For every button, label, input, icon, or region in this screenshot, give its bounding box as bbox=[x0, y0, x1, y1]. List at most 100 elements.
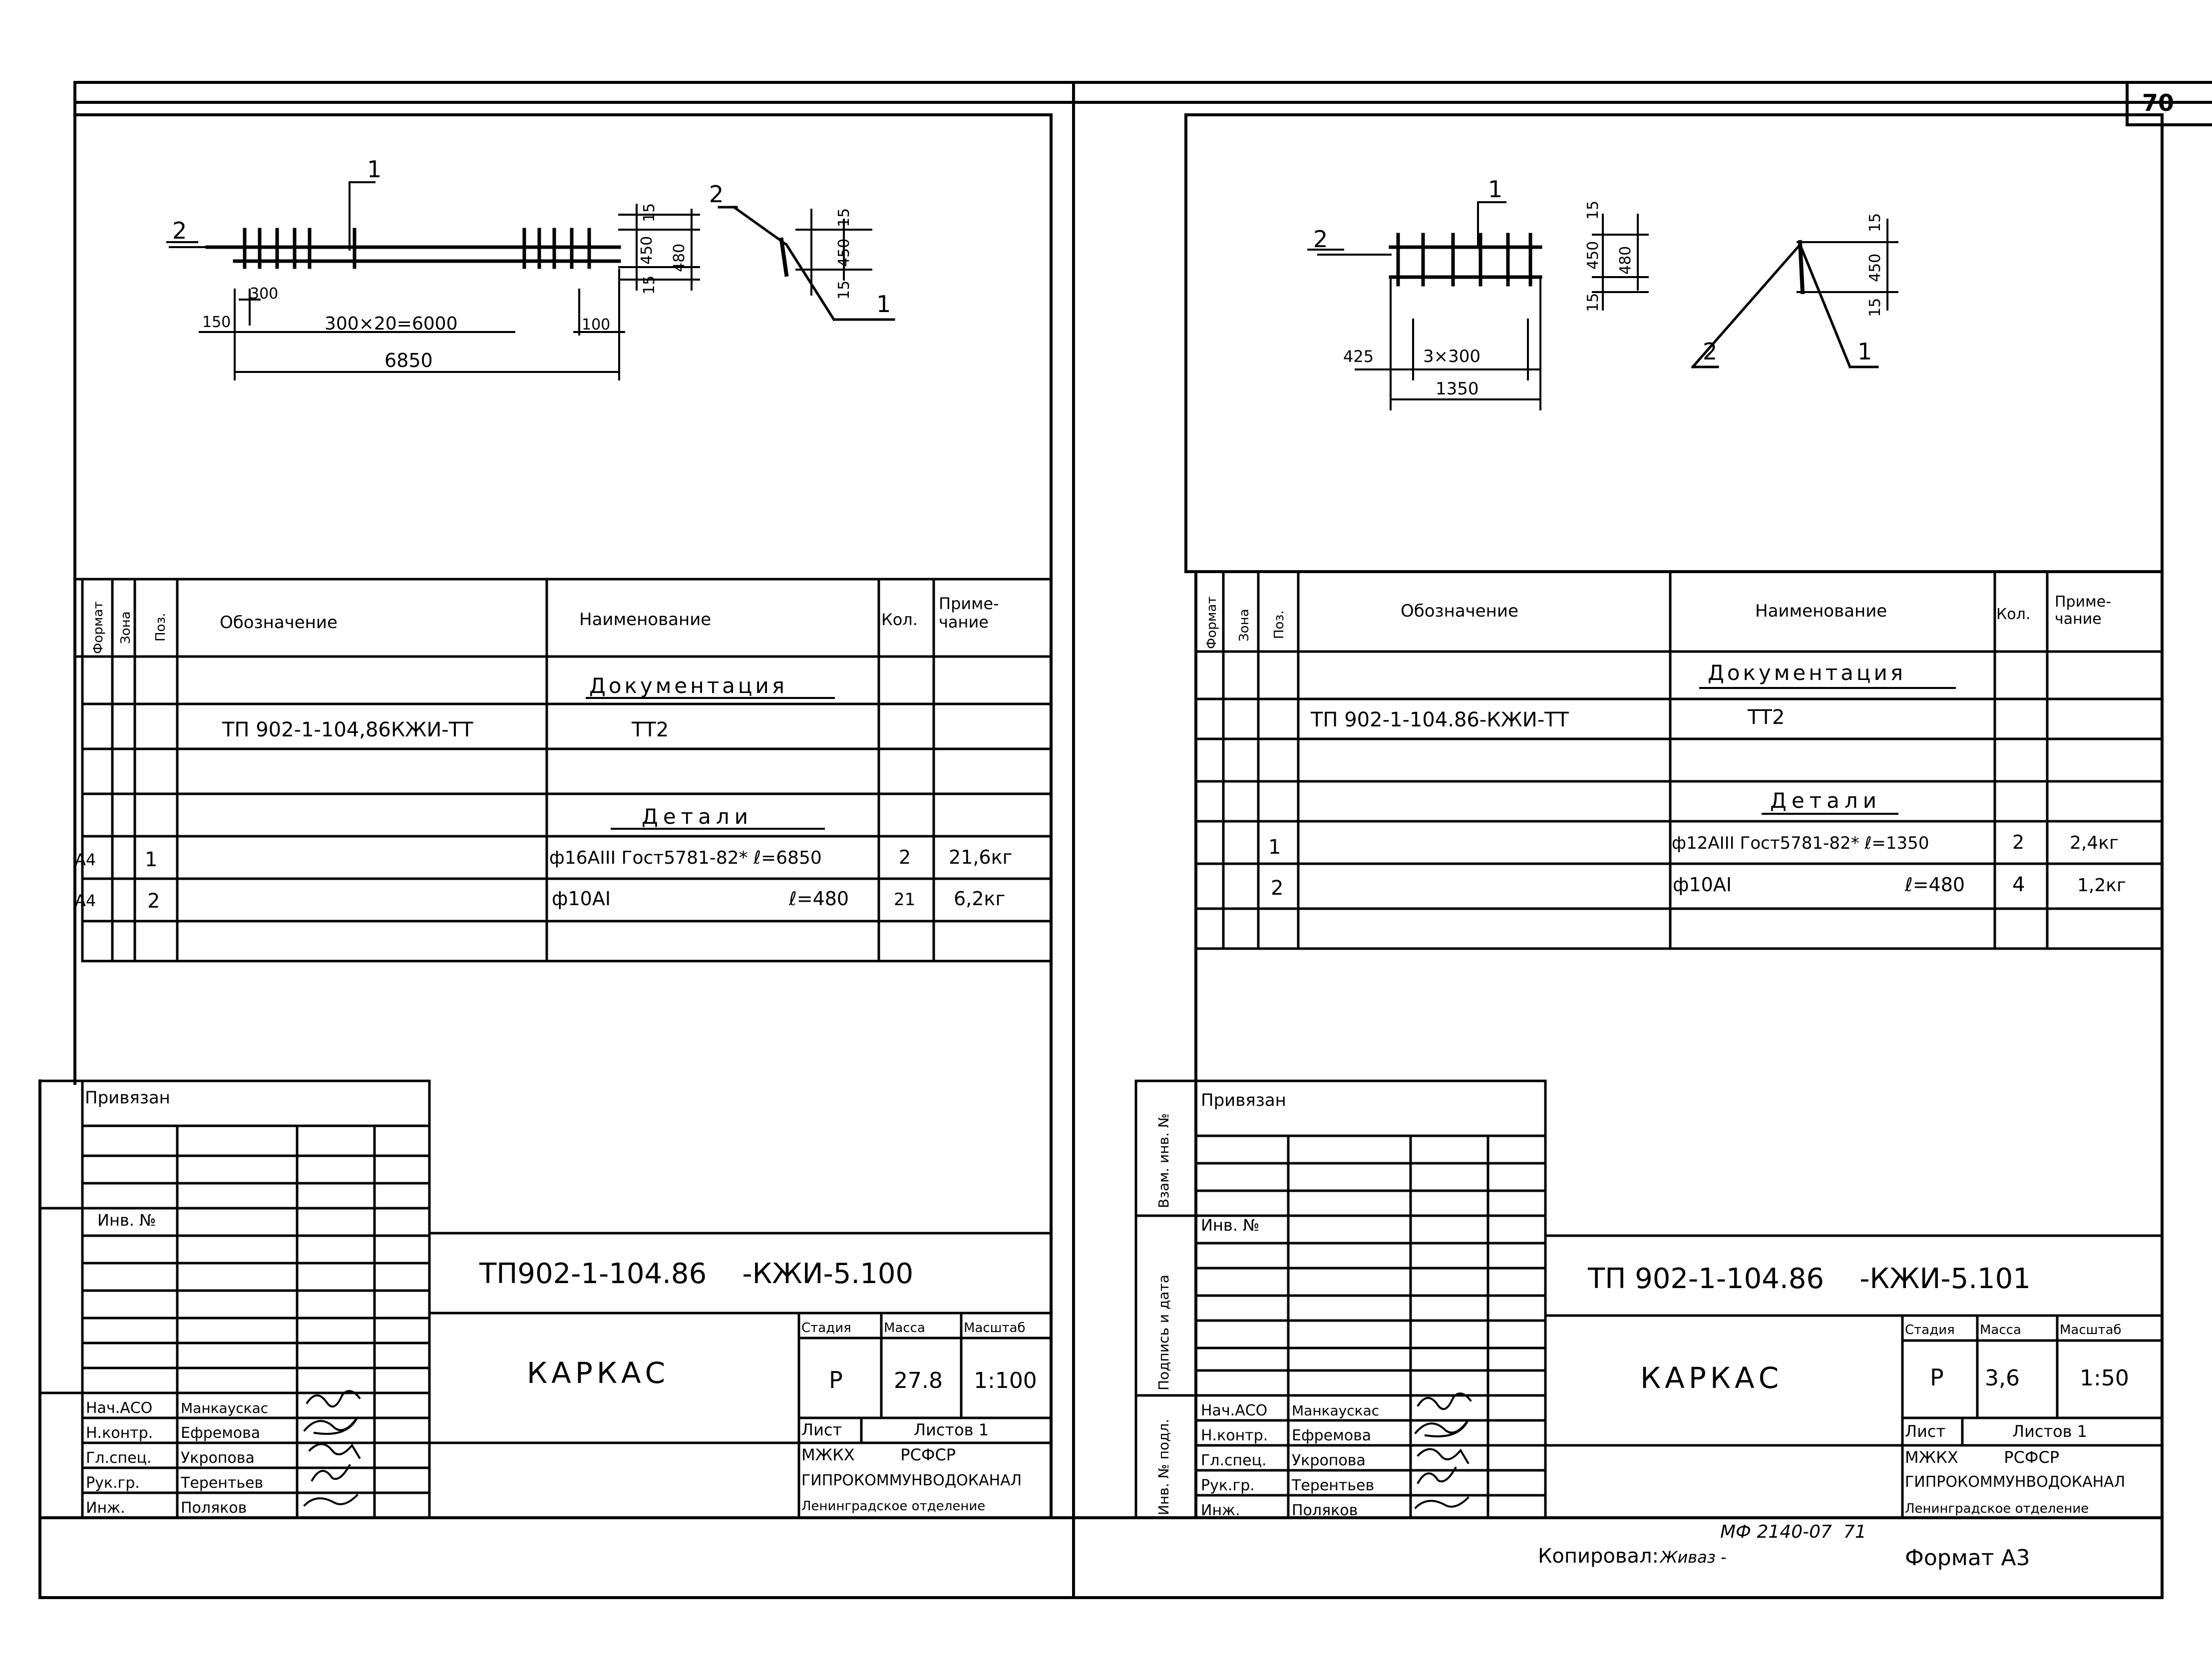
left-section-docs: Документация bbox=[589, 673, 787, 698]
left-cage-front-view bbox=[166, 181, 621, 269]
left-role-1: Нач.АСО bbox=[86, 1399, 152, 1417]
left-doc-designation: ТП 902-1-104,86КЖИ-ТТ bbox=[222, 718, 473, 741]
signature-left-2 bbox=[303, 1417, 358, 1435]
left-privyazan: Привязан bbox=[85, 1088, 170, 1108]
left-row2-pos: 2 bbox=[147, 890, 160, 913]
left-inv: Инв. № bbox=[97, 1211, 156, 1230]
left-dim-450: 450 bbox=[638, 236, 656, 265]
right-row1-qty: 2 bbox=[2012, 831, 2024, 853]
outer-frame bbox=[38, 81, 2212, 1599]
left-org2: ГИПРОКОММУНВОДОКАНАЛ bbox=[801, 1472, 1022, 1489]
left-title-block bbox=[38, 1079, 1053, 1519]
left-row2-format: А4 bbox=[75, 891, 96, 910]
right-th-note: Приме-чание bbox=[2055, 593, 2111, 628]
right-th-qty: Кол. bbox=[1996, 606, 2030, 623]
right-inv: Инв. № bbox=[1201, 1216, 1259, 1235]
left-row2-note: 6,2кг bbox=[954, 888, 1005, 910]
right-th-pos: Поз. bbox=[1272, 610, 1287, 639]
signature-right-4 bbox=[1417, 1466, 1457, 1484]
right-mass: 3,6 bbox=[1985, 1365, 2020, 1391]
left-name-5: Поляков bbox=[181, 1499, 247, 1517]
left-section-callout-1: 1 bbox=[876, 291, 891, 318]
left-scale-label: Масштаб bbox=[964, 1321, 1026, 1336]
left-name-4: Терентьев bbox=[180, 1474, 263, 1492]
left-dim-300: 300 bbox=[250, 285, 278, 303]
left-section-dim-15b: 15 bbox=[835, 281, 853, 300]
right-sheets-label: Листов 1 bbox=[2012, 1422, 2087, 1441]
right-horizontal-dims bbox=[1355, 279, 1541, 410]
signature-right-5 bbox=[1414, 1496, 1470, 1509]
left-dim-480: 480 bbox=[671, 244, 688, 272]
right-row2-pos: 2 bbox=[1271, 877, 1283, 900]
right-stage: Р bbox=[1930, 1364, 1944, 1391]
left-row1-name: ф16АIII Гост5781-82* ℓ=6850 bbox=[549, 848, 822, 868]
right-code: ТП 902-1-104.86 -КЖИ-5.101 bbox=[1587, 1263, 2031, 1295]
right-sheet-label: Лист bbox=[1905, 1422, 1945, 1441]
left-th-designation: Обозначение bbox=[220, 613, 338, 633]
left-doc-name: ТТ2 bbox=[631, 718, 669, 741]
left-title: КАРКАС bbox=[527, 1356, 669, 1390]
right-name-4: Терентьев bbox=[1291, 1477, 1374, 1494]
right-role-3: Гл.спец. bbox=[1201, 1452, 1267, 1469]
right-row2-name: ф10АI bbox=[1673, 874, 1732, 896]
footer-stamp: МФ 2140-07 71 bbox=[1720, 1522, 1866, 1542]
left-name-2: Ефремова bbox=[181, 1424, 260, 1442]
left-stage-label: Стадия bbox=[801, 1321, 851, 1336]
footer-format: Формат А3 bbox=[1905, 1545, 2030, 1571]
right-section-docs: Документация bbox=[1708, 661, 1906, 685]
right-scale: 1:50 bbox=[2080, 1365, 2129, 1391]
left-code: ТП902-1-104.86 -КЖИ-5.100 bbox=[479, 1258, 913, 1290]
signature-right-1 bbox=[1417, 1392, 1472, 1410]
right-cage-front-view bbox=[1307, 201, 1542, 287]
right-dim-480: 480 bbox=[1617, 246, 1634, 275]
right-row1-pos: 1 bbox=[1268, 836, 1281, 859]
left-dim-100: 100 bbox=[582, 316, 610, 334]
right-row1-note: 2,4кг bbox=[2070, 833, 2119, 853]
right-name-3: Укропова bbox=[1292, 1452, 1366, 1469]
left-dim-150: 150 bbox=[202, 314, 231, 331]
right-callout-2: 2 bbox=[1313, 226, 1328, 253]
right-role-2: Н.контр. bbox=[1201, 1427, 1268, 1444]
right-side-label-vzam: Взам. инв. № bbox=[1155, 1113, 1172, 1208]
left-stage: Р bbox=[829, 1366, 843, 1393]
left-dim-6850: 6850 bbox=[384, 349, 433, 371]
right-role-4: Рук.гр. bbox=[1201, 1477, 1255, 1494]
signature-left-5 bbox=[303, 1494, 359, 1507]
left-role-2: Н.контр. bbox=[86, 1424, 153, 1442]
signature-left-1 bbox=[306, 1390, 361, 1408]
right-row1-name: ф12АIII Гост5781-82* ℓ=1350 bbox=[1672, 833, 1929, 853]
right-title-block bbox=[1134, 1079, 2164, 1519]
right-name-2: Ефремова bbox=[1292, 1427, 1371, 1444]
left-th-qty: Кол. bbox=[881, 610, 918, 629]
left-sheet-frame bbox=[73, 113, 1053, 1519]
left-callout-2: 2 bbox=[172, 217, 187, 244]
left-scale: 1:100 bbox=[974, 1368, 1037, 1393]
right-dim-mid: 3×300 bbox=[1423, 346, 1480, 366]
left-row2-name: ф10АI bbox=[552, 888, 611, 910]
right-org1: МЖКХ РСФСР bbox=[1905, 1448, 2059, 1467]
left-org3: Ленинградское отделение bbox=[801, 1499, 985, 1514]
right-section-dim-15a: 15 bbox=[1866, 213, 1884, 232]
left-row1-pos: 1 bbox=[145, 848, 157, 871]
right-dim-425: 425 bbox=[1343, 347, 1374, 366]
right-role-1: Нач.АСО bbox=[1201, 1402, 1267, 1419]
left-section-dim-450: 450 bbox=[835, 239, 853, 267]
right-section-dim-15b: 15 bbox=[1866, 298, 1884, 317]
left-sheet-label: Лист bbox=[801, 1420, 842, 1439]
right-dim-15b: 15 bbox=[1584, 293, 1602, 312]
right-privyazan: Привязан bbox=[1201, 1090, 1286, 1110]
left-dim-15a: 15 bbox=[641, 203, 658, 222]
right-row2-len: ℓ=480 bbox=[1904, 874, 1965, 896]
left-row2-qty: 21 bbox=[894, 890, 915, 910]
left-sheets-label: Листов 1 bbox=[914, 1420, 989, 1439]
signature-left-4 bbox=[311, 1464, 351, 1482]
left-th-format: Формат bbox=[91, 602, 106, 655]
left-row1-format: А4 bbox=[75, 850, 96, 869]
right-th-name: Наименование bbox=[1755, 601, 1887, 621]
right-name-5: Поляков bbox=[1292, 1502, 1358, 1519]
signature-right-3 bbox=[1417, 1448, 1470, 1464]
signatures bbox=[303, 1390, 1472, 1509]
right-th-designation: Обозначение bbox=[1401, 601, 1518, 621]
left-spec-table bbox=[73, 578, 1053, 963]
